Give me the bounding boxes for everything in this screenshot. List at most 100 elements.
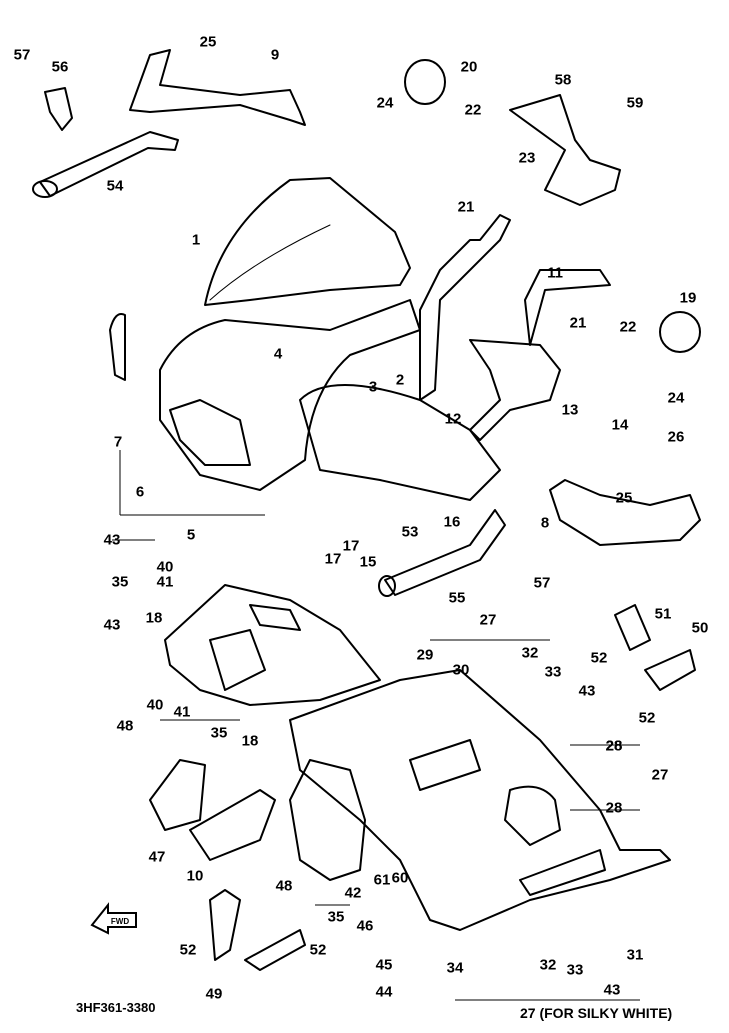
part-label-60: 60 [391, 869, 409, 887]
part-label-54: 54 [106, 177, 124, 195]
part-label-58: 58 [554, 71, 572, 89]
fwd-arrow-icon: FWD [90, 902, 137, 935]
part-label-20: 20 [460, 58, 478, 76]
part-label-59: 59 [626, 94, 644, 112]
part-label-43: 43 [103, 531, 121, 549]
mirror-19 [659, 311, 701, 353]
part-label-31: 31 [626, 946, 644, 964]
part-label-22: 22 [619, 318, 637, 336]
part-label-19: 19 [679, 289, 697, 307]
part-label-52: 52 [590, 649, 608, 667]
part-label-10: 10 [186, 867, 204, 885]
part-label-13: 13 [561, 401, 579, 419]
part-label-1: 1 [191, 231, 201, 249]
part-label-32: 32 [539, 956, 557, 974]
bracket-49 [209, 889, 241, 961]
part-label-44: 44 [375, 983, 393, 1001]
part-label-61: 61 [373, 871, 391, 889]
part-label-35: 35 [327, 908, 345, 926]
svg-text:FWD: FWD [111, 917, 129, 926]
part-label-52: 52 [638, 709, 656, 727]
part-label-34: 34 [446, 959, 464, 977]
part-label-40: 40 [146, 696, 164, 714]
part-label-55: 55 [448, 589, 466, 607]
part-label-8: 8 [540, 514, 550, 532]
part-label-17: 17 [342, 537, 360, 555]
part-label-32: 32 [521, 644, 539, 662]
part-label-48: 48 [116, 717, 134, 735]
part-label-18: 18 [241, 732, 259, 750]
part-label-25: 25 [199, 33, 217, 51]
bracket-51 [614, 604, 651, 651]
upper-cowling-5 [159, 299, 421, 491]
part-label-35: 35 [111, 573, 129, 591]
part-label-18: 18 [145, 609, 163, 627]
part-label-52: 52 [309, 941, 327, 959]
windscreen-1 [204, 177, 411, 306]
part-label-53: 53 [401, 523, 419, 541]
part-label-23: 23 [518, 149, 536, 167]
inner-panel-35 [164, 584, 381, 706]
part-label-24: 24 [376, 94, 394, 112]
part-label-40: 40 [156, 558, 174, 576]
part-label-12: 12 [444, 410, 462, 428]
part-label-29: 29 [416, 646, 434, 664]
part-label-57: 57 [13, 46, 31, 64]
part-label-11: 11 [547, 264, 563, 282]
part-label-33: 33 [566, 961, 584, 979]
part-label-51: 51 [654, 605, 672, 623]
part-label-28: 28 [605, 799, 623, 817]
lower-cowling-27 [289, 669, 671, 931]
part-label-2: 2 [395, 371, 405, 389]
part-label-24: 24 [667, 389, 685, 407]
panel-8 [549, 479, 701, 546]
footer-note: 27 (FOR SILKY WHITE) [520, 1005, 673, 1021]
bracket-56 [44, 87, 73, 131]
part-label-42: 42 [344, 884, 362, 902]
part-label-4: 4 [273, 345, 283, 363]
part-label-5: 5 [186, 526, 196, 544]
part-label-47: 47 [148, 848, 166, 866]
bracket-47 [149, 759, 206, 831]
diagram-code: 3HF361-3380 [76, 1000, 156, 1015]
part-label-16: 16 [443, 513, 461, 531]
part-label-35: 35 [210, 724, 228, 742]
stay-11 [419, 214, 511, 401]
part-label-28: 28 [605, 737, 623, 755]
part-label-56: 56 [51, 58, 69, 76]
part-label-17: 17 [324, 550, 342, 568]
part-label-49: 49 [205, 985, 223, 1003]
part-label-15: 15 [359, 553, 377, 571]
part-label-43: 43 [103, 616, 121, 634]
part-label-21: 21 [457, 198, 475, 216]
part-label-26: 26 [667, 428, 685, 446]
bracket-9 [129, 49, 306, 126]
part-label-25: 25 [615, 489, 633, 507]
duct-53 [384, 509, 506, 596]
part-label-21: 21 [569, 314, 587, 332]
part-label-27: 27 [479, 611, 497, 629]
part-label-6: 6 [135, 483, 145, 501]
part-label-27: 27 [651, 766, 669, 784]
bracket-50 [644, 649, 696, 691]
part-label-43: 43 [603, 981, 621, 999]
side-panel-42 [289, 759, 366, 881]
part-label-9: 9 [270, 46, 280, 64]
part-label-50: 50 [691, 619, 709, 637]
part-label-57: 57 [533, 574, 551, 592]
part-label-41: 41 [156, 573, 174, 591]
part-label-3: 3 [368, 378, 378, 396]
part-label-48: 48 [275, 877, 293, 895]
part-label-33: 33 [544, 663, 562, 681]
part-label-43: 43 [578, 682, 596, 700]
part-label-52: 52 [179, 941, 197, 959]
mirror-20 [404, 59, 446, 105]
bracket-10 [189, 789, 276, 861]
part-label-14: 14 [611, 416, 629, 434]
part-label-28: 28 [605, 737, 623, 755]
part-label-30: 30 [452, 661, 470, 679]
part-label-45: 45 [375, 956, 393, 974]
part-label-22: 22 [464, 101, 482, 119]
